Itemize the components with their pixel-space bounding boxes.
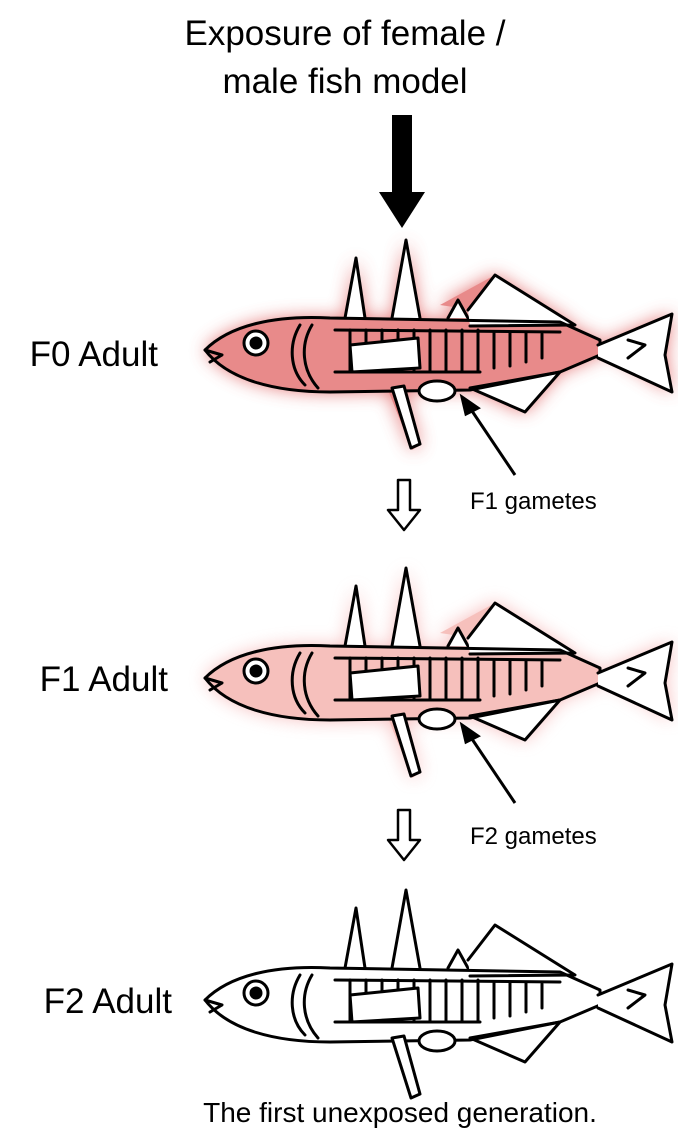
title-line-2: male fish model <box>120 58 570 106</box>
f2-fish <box>205 890 672 1100</box>
f0-fish <box>205 240 672 450</box>
gamete-pointer-arrow <box>462 725 515 803</box>
f2-gametes-label: F2 gametes <box>470 822 597 852</box>
f1-adult-label: F1 Adult <box>0 660 168 700</box>
footer-caption: The first unexposed generation. <box>140 1095 660 1131</box>
gamete-pointer-arrow <box>462 397 515 475</box>
diagram-title: Exposure of female / male fish model <box>120 10 570 106</box>
f2-adult-label: F2 Adult <box>0 982 172 1022</box>
f1-gametes-label: F1 gametes <box>470 487 597 517</box>
generation-arrow <box>388 810 420 860</box>
generation-arrow <box>388 480 420 530</box>
title-line-1: Exposure of female / <box>120 10 570 58</box>
f0-adult-label: F0 Adult <box>0 335 158 375</box>
f1-fish <box>205 568 672 778</box>
exposure-arrow <box>379 115 425 228</box>
